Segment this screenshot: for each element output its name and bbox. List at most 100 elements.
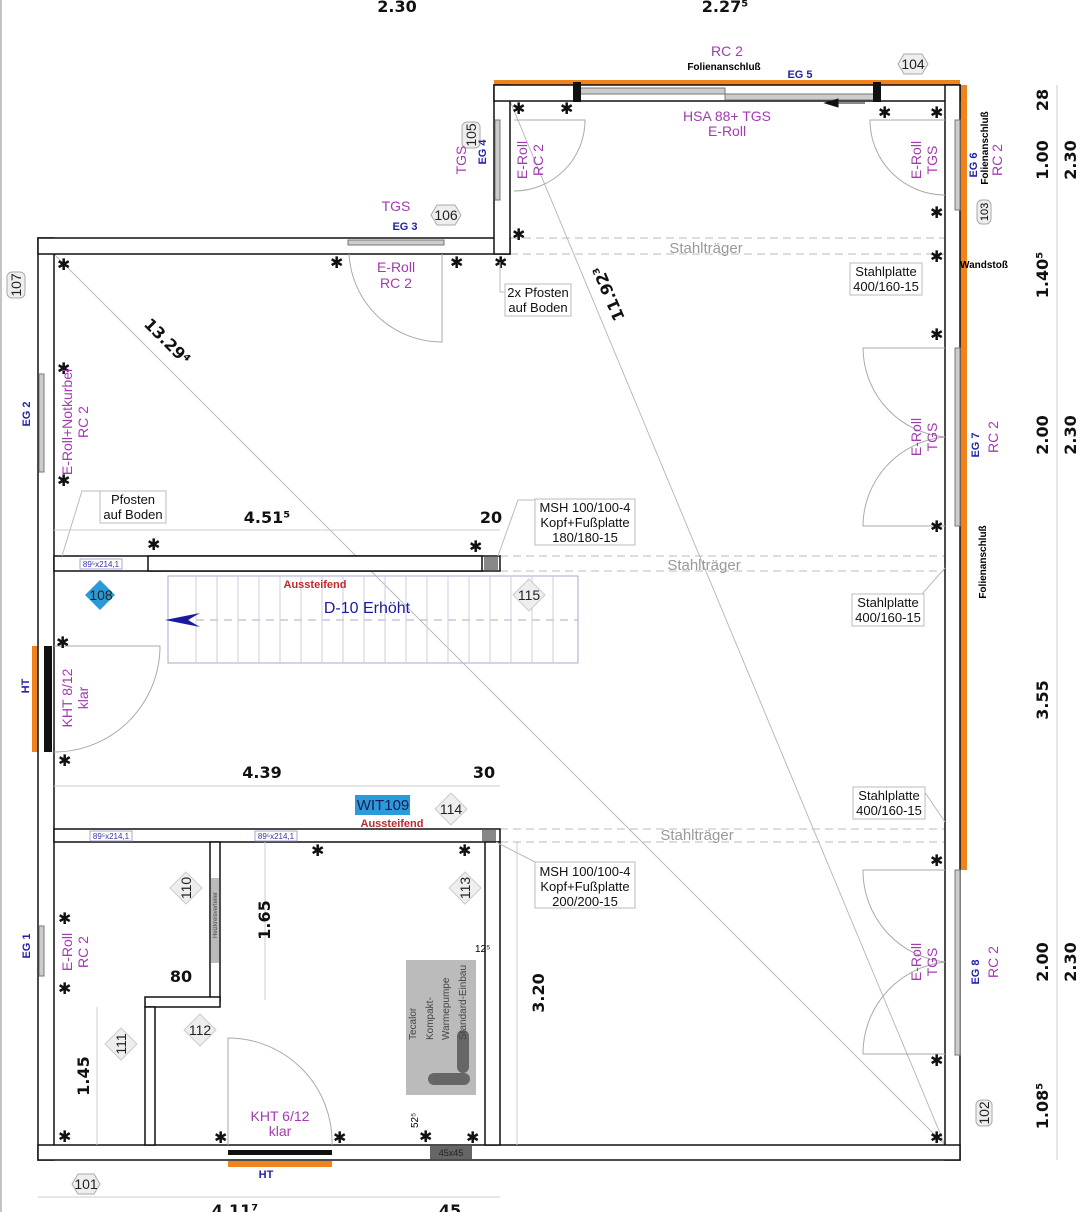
svg-text:✱: ✱	[466, 1130, 479, 1147]
dim-upper-span: 4.51⁵	[244, 508, 290, 527]
dim: 1.08⁵	[1033, 1083, 1052, 1129]
dim-bottom-right: 45	[439, 1201, 461, 1212]
svg-text:✱: ✱	[58, 753, 71, 770]
svg-text:✱: ✱	[57, 361, 70, 378]
svg-text:KHT 8/12: KHT 8/12	[59, 668, 75, 727]
window-eg1-labels: EG 1 E-Roll RC 2	[21, 933, 91, 971]
stair	[167, 575, 579, 664]
svg-text:TGS: TGS	[924, 146, 940, 175]
svg-text:EG 6: EG 6	[968, 152, 980, 177]
door-swings	[53, 119, 946, 1146]
dims-right-inner: 28 1.00 1.40⁵ 2.00 3.55 2.00 1.08⁵ 2.30 …	[1033, 89, 1080, 1129]
window-eg8-labels: E-Roll TGS EG 8 RC 2	[908, 943, 1001, 985]
note-stahlplatte-1: Stahlplatte 400/160-15	[849, 262, 923, 296]
room-tag-105: 105	[461, 121, 481, 149]
dim-80: 80	[170, 967, 192, 986]
svg-text:105: 105	[463, 123, 479, 147]
note-stahlplatte-3: Stahlplatte 400/160-15	[852, 786, 946, 823]
svg-text:200/200-15: 200/200-15	[552, 894, 618, 909]
dim-diagonal-1: 13.29⁴	[140, 314, 194, 368]
dim-top-right: 2.27⁵	[702, 0, 748, 16]
svg-text:104: 104	[901, 56, 925, 72]
steel-beams	[500, 237, 945, 843]
svg-text:auf Boden: auf Boden	[508, 300, 567, 315]
dim-upper-gap: 20	[480, 508, 502, 527]
room-tag-101: 101	[71, 1173, 101, 1195]
svg-text:180/180-15: 180/180-15	[552, 530, 618, 545]
label-aussteifend-2: Aussteifend	[361, 818, 424, 830]
svg-text:Pfosten: Pfosten	[111, 492, 155, 507]
room-tag-102: 102	[975, 1099, 993, 1127]
svg-text:✱: ✱	[930, 105, 943, 122]
svg-text:HSA 88+ TGS: HSA 88+ TGS	[683, 108, 771, 124]
svg-text:✱: ✱	[878, 105, 891, 122]
note-pfosten: Pfosten auf Boden	[61, 490, 167, 557]
svg-text:✱: ✱	[450, 255, 463, 272]
dim: 2.30	[1061, 942, 1080, 981]
svg-text:HT: HT	[259, 1169, 274, 1181]
svg-text:✱: ✱	[330, 255, 343, 272]
svg-text:✱: ✱	[56, 635, 69, 652]
window-eg3-labels: TGS EG 3 E-Roll RC 2	[377, 198, 418, 291]
svg-text:E-Roll: E-Roll	[377, 259, 415, 275]
room-tag-110: 110	[169, 871, 203, 905]
svg-text:✱: ✱	[930, 205, 943, 222]
svg-text:112: 112	[189, 1022, 212, 1038]
label-aussteifend-1: Aussteifend	[284, 579, 347, 591]
svg-text:102: 102	[976, 1101, 992, 1125]
wit-badge	[355, 795, 410, 815]
svg-text:RC 2: RC 2	[380, 275, 412, 291]
dim-320: 3.20	[529, 973, 548, 1012]
svg-text:89⁵x214,1: 89⁵x214,1	[93, 832, 130, 841]
svg-text:Kopf+Fußplatte: Kopf+Fußplatte	[540, 879, 629, 894]
dim: 2.30	[1061, 415, 1080, 454]
label-stahltraeger-2: Stahlträger	[667, 557, 740, 574]
svg-text:RC 2: RC 2	[75, 936, 91, 968]
svg-text:E-Roll: E-Roll	[908, 943, 924, 981]
dim-165: 1.65	[255, 900, 274, 939]
svg-text:Folienanschluß: Folienanschluß	[687, 62, 760, 73]
svg-text:TGS: TGS	[924, 948, 940, 977]
svg-text:EG 8: EG 8	[970, 959, 982, 984]
room-tag-115: 115	[512, 578, 546, 612]
label-stahltraeger-3: Stahlträger	[660, 827, 733, 844]
svg-text:EG 4: EG 4	[477, 139, 489, 165]
dim: 1.40⁵	[1033, 252, 1052, 298]
svg-text:TGS: TGS	[382, 198, 411, 214]
svg-text:111: 111	[113, 1033, 129, 1054]
svg-text:400/160-15: 400/160-15	[856, 803, 922, 818]
svg-text:107: 107	[8, 273, 24, 297]
label-stahltraeger-1: Stahlträger	[669, 240, 742, 257]
svg-text:klar: klar	[75, 686, 91, 709]
dim: 1.00	[1033, 140, 1052, 179]
svg-text:E-Roll: E-Roll	[908, 141, 924, 179]
svg-text:✱: ✱	[930, 1130, 943, 1147]
dim-lower-span: 4.39	[242, 763, 281, 782]
svg-text:2x Pfosten: 2x Pfosten	[507, 285, 568, 300]
svg-text:HT: HT	[20, 678, 32, 693]
svg-text:Warmepumpe: Warmepumpe	[441, 977, 452, 1040]
label-stair: D-10 Erhöht	[324, 600, 411, 617]
room-tag-103: 103	[976, 199, 992, 225]
svg-text:E-Roll+Notkurbel: E-Roll+Notkurbel	[59, 369, 75, 475]
window-eg5-labels: RC 2 Folienanschluß EG 5 HSA 88+ TGS E-R…	[683, 43, 813, 139]
door-kht8-labels: HT KHT 8/12 klar	[20, 668, 91, 727]
room-tag-113: 113	[448, 871, 482, 905]
heat-pump-pipe	[457, 1030, 469, 1073]
window-eg2-labels: EG 2 E-Roll+Notkurbel RC 2	[21, 369, 91, 475]
svg-text:TGS: TGS	[924, 423, 940, 452]
heat-pump-labels: Tecalor Kompakt- Warmepumpe Standard-Ein…	[408, 965, 469, 1040]
svg-text:✱: ✱	[57, 257, 70, 274]
svg-text:RC 2: RC 2	[75, 406, 91, 438]
svg-text:400/160-15: 400/160-15	[855, 610, 921, 625]
door-kht6-labels: KHT 6/12 klar HT	[251, 1108, 310, 1181]
svg-text:✱: ✱	[57, 473, 70, 490]
svg-text:✱: ✱	[58, 911, 71, 928]
svg-text:E-Roll: E-Roll	[59, 933, 75, 971]
svg-text:EG 2: EG 2	[21, 401, 33, 426]
svg-text:Folienanschluß: Folienanschluß	[980, 111, 991, 184]
svg-text:101: 101	[74, 1176, 98, 1192]
svg-text:✱: ✱	[930, 853, 943, 870]
svg-text:89⁵x214,1: 89⁵x214,1	[83, 560, 120, 569]
film-strip-top	[494, 80, 960, 86]
